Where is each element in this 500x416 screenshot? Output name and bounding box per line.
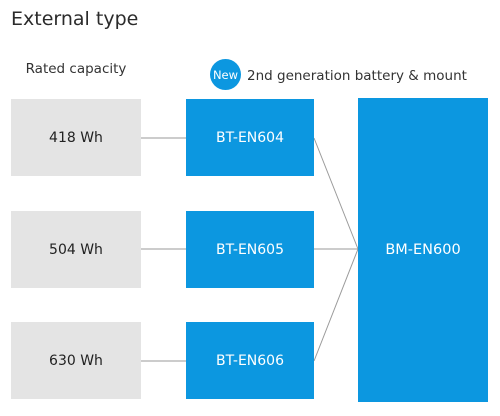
rated-capacity-header: Rated capacity [25, 61, 127, 77]
connector-battery-3-to-mount [313, 248, 359, 362]
capacity-box-630: 630 Wh [11, 322, 141, 399]
mount-box-bm-en600: BM-EN600 [358, 98, 488, 402]
connector-battery-1-to-mount [313, 137, 359, 250]
battery-box-bt-en604: BT-EN604 [186, 99, 314, 176]
generation-header-label: 2nd generation battery & mount [247, 67, 467, 84]
capacity-box-504: 504 Wh [11, 211, 141, 288]
capacity-box-418: 418 Wh [11, 99, 141, 176]
new-badge: New [210, 59, 241, 90]
diagram-title: External type [11, 8, 139, 30]
generation-header: New 2nd generation battery & mount [210, 59, 467, 90]
battery-box-bt-en605: BT-EN605 [186, 211, 314, 288]
battery-box-bt-en606: BT-EN606 [186, 322, 314, 399]
